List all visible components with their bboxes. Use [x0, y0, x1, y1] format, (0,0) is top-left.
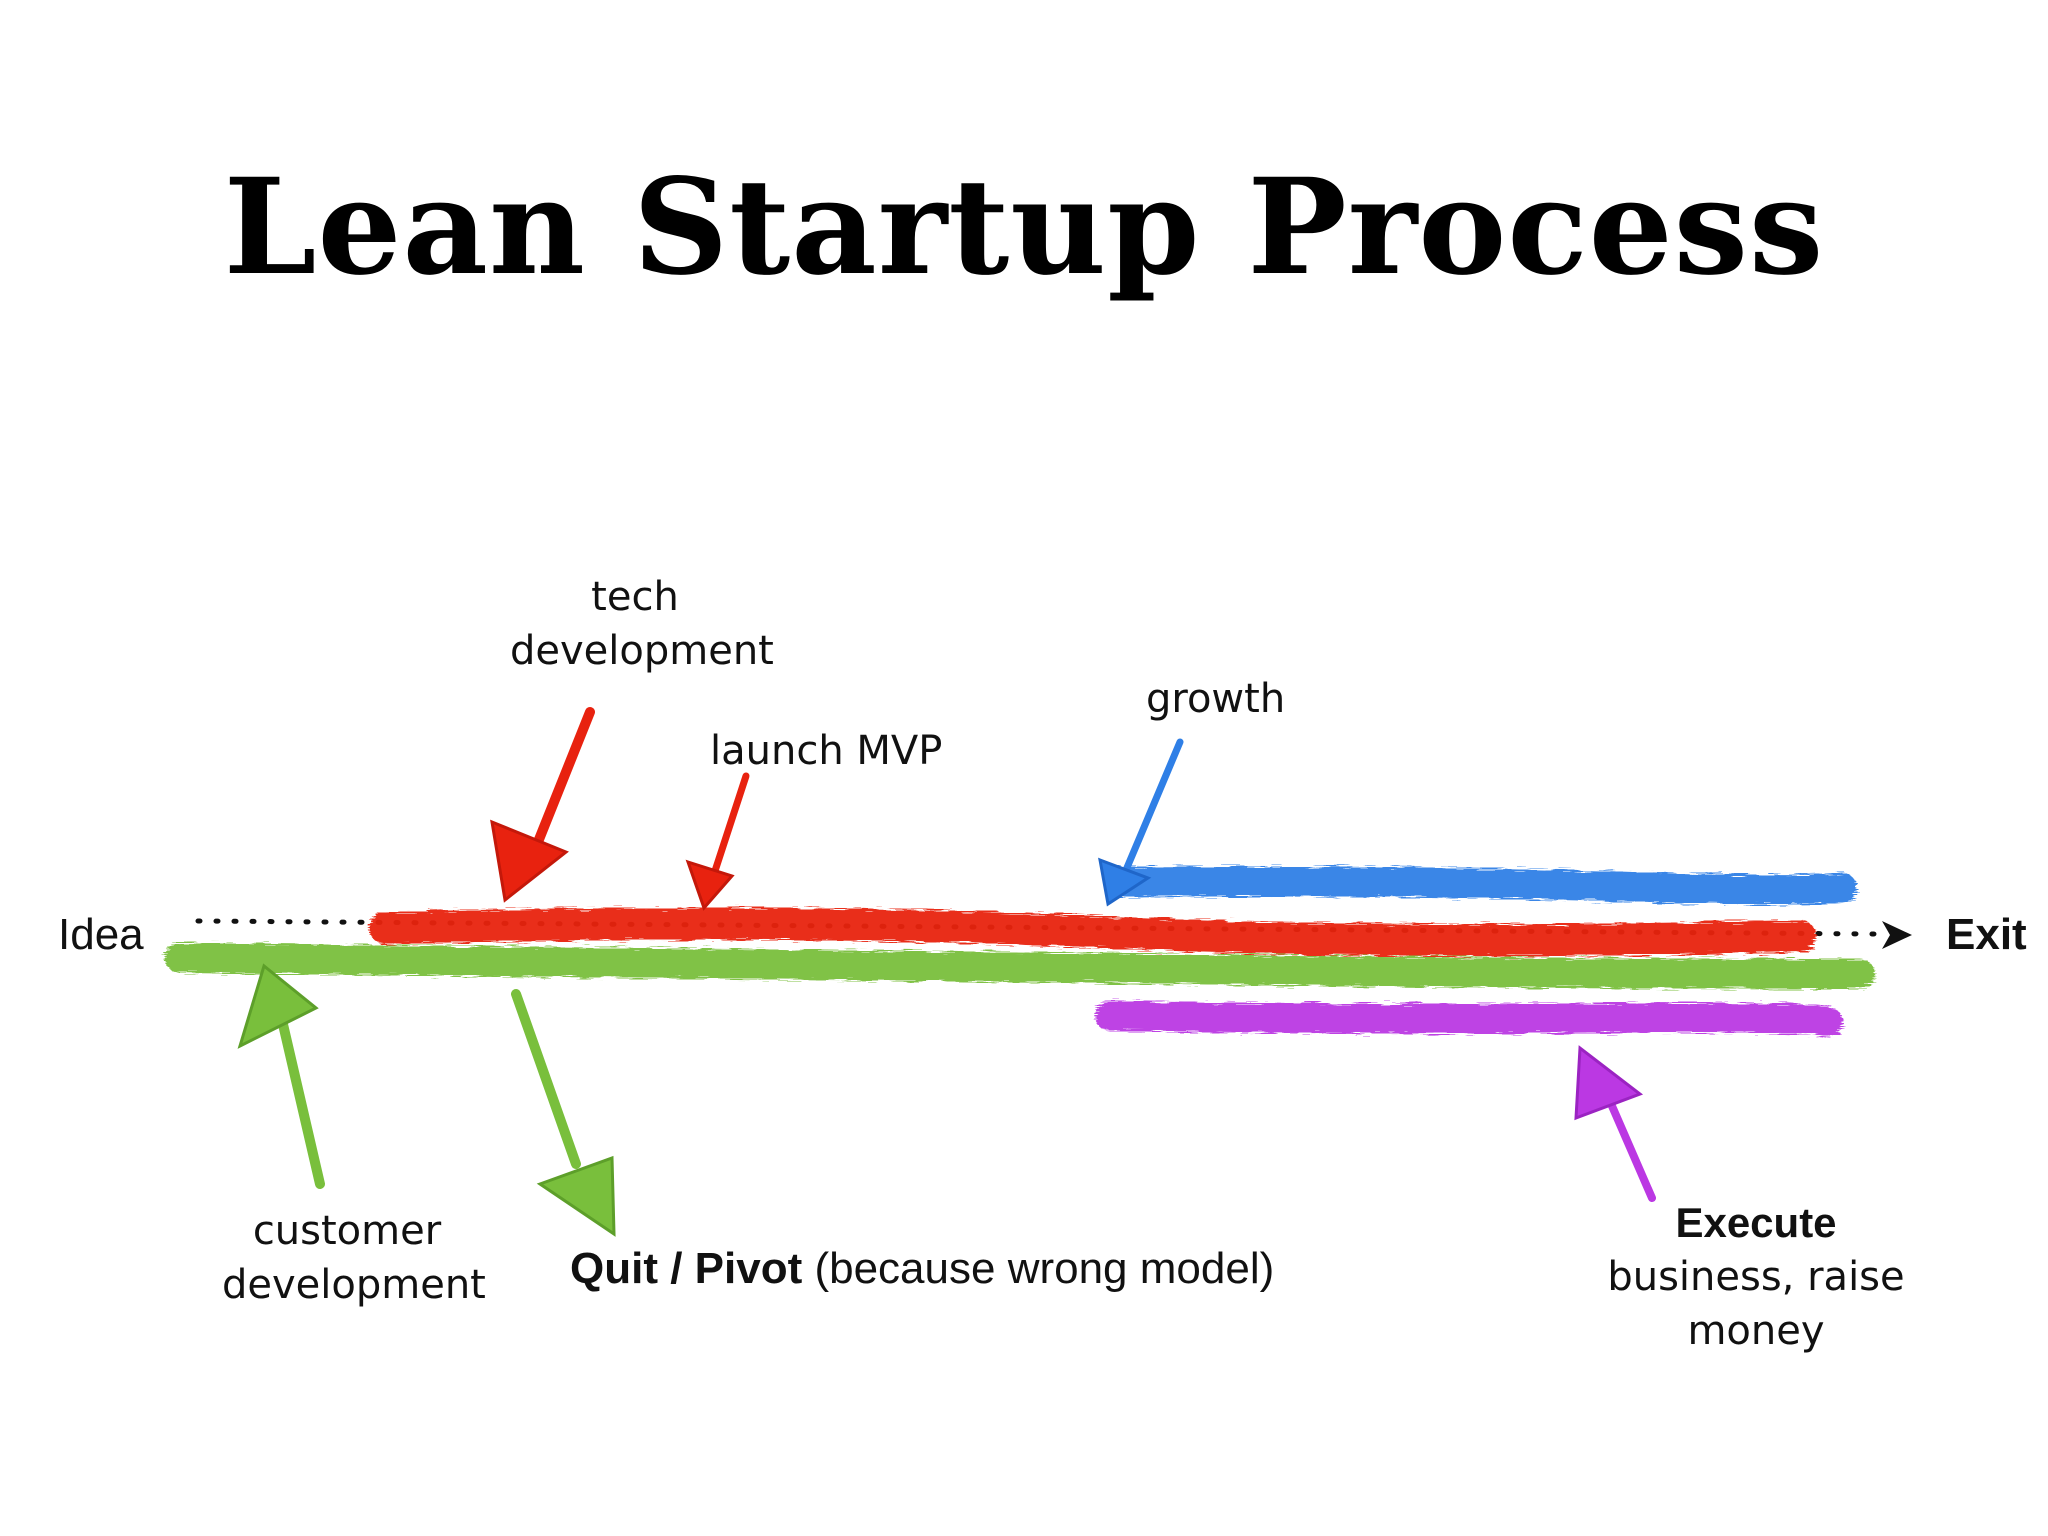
tech-development-line-2: development [510, 628, 774, 674]
customer-development-line-1: customer [252, 1208, 442, 1254]
purple-execute-band [1095, 1001, 1843, 1037]
page-title: Lean Startup Process [223, 150, 1825, 305]
red-tech-band [369, 907, 1816, 957]
timeline-arrowhead-icon [1882, 921, 1912, 949]
exit-label: Exit [1946, 910, 2027, 959]
tech-development-line-1: tech [591, 574, 679, 620]
growth-label: growth [1146, 676, 1286, 722]
execute-line-3: money [1687, 1308, 1825, 1354]
execute-label: Execute business, raise money [1606, 1196, 1906, 1358]
customer-development-label: customer development [222, 1204, 486, 1312]
tech-development-arrow [490, 707, 595, 903]
customer-development-line-2: development [222, 1262, 486, 1308]
growth-arrow [1098, 738, 1184, 907]
execute-line-2: business, raise [1607, 1254, 1905, 1300]
quit-pivot-label: Quit / Pivot (because wrong model) [570, 1244, 1274, 1294]
quit-pivot-bold-text: Quit / Pivot [570, 1244, 803, 1293]
green-customer-band [165, 943, 1875, 989]
execute-arrow [1574, 1045, 1656, 1202]
execute-title: Execute [1675, 1199, 1837, 1246]
launch-mvp-label: launch MVP [710, 728, 943, 774]
launch-mvp-arrow [685, 772, 750, 911]
quit-pivot-arrow [511, 989, 616, 1237]
idea-label: Idea [58, 910, 144, 959]
customer-development-arrow [237, 963, 325, 1189]
quit-pivot-reason-text: (because wrong model) [802, 1244, 1275, 1293]
tech-development-label: tech development [510, 570, 774, 678]
blue-growth-band [1105, 866, 1857, 905]
